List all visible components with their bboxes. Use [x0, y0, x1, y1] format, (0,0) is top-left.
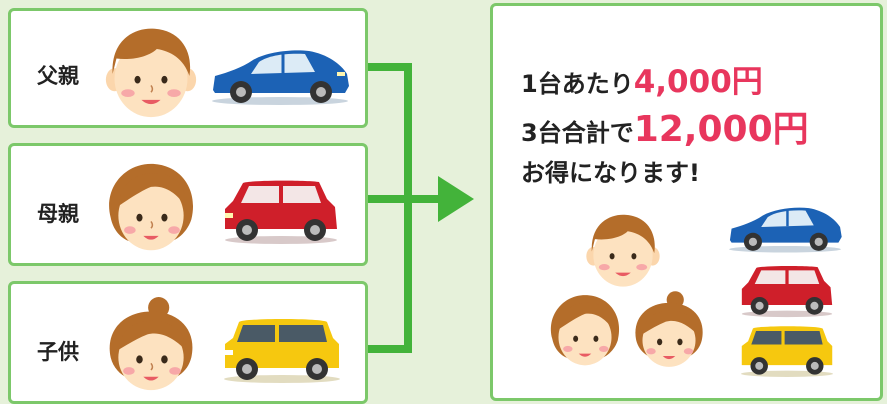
member-card-child: 子供 [8, 281, 368, 404]
blue-compact-car-icon [212, 50, 349, 105]
member-label-child: 子供 [37, 340, 79, 364]
red-kei-car-icon [225, 180, 337, 244]
summary-total-amount: 12,000円 [633, 109, 809, 150]
mother-face-icon [109, 163, 194, 251]
mother-face-icon [550, 295, 620, 366]
summary-card: 1台あたり4,000円 3台合計で12,000円 お得になります! [490, 3, 883, 401]
child-face-icon [635, 291, 703, 367]
member-card-mother: 母親 [8, 143, 368, 266]
summary-savings-text: お得になります! [521, 159, 700, 187]
father-face-icon [105, 28, 197, 118]
summary-per-car-amount: 4,000円 [633, 64, 763, 100]
summary-total-text: 3台合計で [521, 119, 634, 147]
member-label-father: 父親 [37, 64, 79, 88]
summary-line-savings: お得になります! [521, 153, 700, 188]
summary-line-total: 3台合計で12,000円 [521, 100, 809, 152]
blue-compact-car-icon [729, 207, 842, 253]
father-face-icon [586, 214, 660, 287]
summary-line-per-car: 1台あたり4,000円 [521, 56, 763, 101]
member-label-mother: 母親 [37, 202, 79, 226]
child-face-icon [109, 297, 193, 391]
member-card-father: 父親 [8, 8, 368, 128]
red-kei-car-icon [741, 265, 833, 318]
yellow-kei-car-icon [224, 319, 340, 383]
summary-per-car-text: 1台あたり [521, 70, 634, 98]
yellow-kei-car-icon [740, 326, 834, 377]
